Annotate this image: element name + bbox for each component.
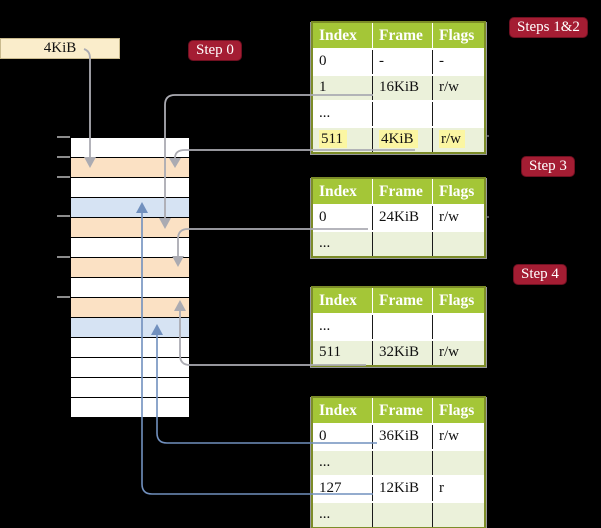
memory-row <box>71 138 189 158</box>
cell-flags: r/w <box>432 425 484 449</box>
highlighted-value: 4KiB <box>379 130 418 148</box>
memory-row <box>71 318 189 338</box>
cell-flags <box>432 232 484 256</box>
memory-row <box>71 158 189 178</box>
cell-flags: r/w <box>432 206 484 230</box>
cell-flags: - <box>432 50 484 74</box>
cell-flags <box>432 503 484 527</box>
header-index: Index <box>319 27 357 44</box>
cell-frame: 12KiB <box>372 477 432 501</box>
table-header-row: Index Frame Flags <box>313 288 484 313</box>
header-flags: Flags <box>432 179 484 204</box>
page-table-last-level: Index Frame Flags 0 36KiB r/w ... 127 12… <box>311 396 486 528</box>
cell-flags <box>432 315 484 339</box>
cell-frame <box>372 451 432 475</box>
cell-frame: 24KiB <box>372 206 432 230</box>
memory-row <box>71 398 189 417</box>
page-table-step3: Index Frame Flags 0 24KiB r/w ... <box>311 177 486 258</box>
steps12-badge: Steps 1&2 <box>509 17 588 38</box>
table-row: ... <box>313 230 484 256</box>
cell-index: ... <box>319 454 331 470</box>
cell-index: ... <box>319 235 331 251</box>
cell-index: 511 <box>313 128 372 152</box>
cell-index: ... <box>319 318 331 334</box>
cell-frame <box>372 315 432 339</box>
table-row: 1 16KiB r/w <box>313 74 484 100</box>
memory-row <box>71 218 189 238</box>
memory-tick <box>57 176 70 178</box>
cell-frame: 36KiB <box>372 425 432 449</box>
header-frame: Frame <box>372 288 432 313</box>
cell-index: ... <box>319 506 331 522</box>
header-frame: Frame <box>372 398 432 423</box>
header-flags: Flags <box>432 288 484 313</box>
page-table-step4: Index Frame Flags ... 511 32KiB r/w <box>311 286 486 367</box>
memory-row <box>71 278 189 298</box>
step4-badge: Step 4 <box>513 264 567 285</box>
memory-row <box>71 198 189 218</box>
cell-flags: r/w <box>432 128 484 152</box>
table-header-row: Index Frame Flags <box>313 179 484 204</box>
header-flags: Flags <box>432 398 484 423</box>
cell-frame: 16KiB <box>372 76 432 100</box>
table-row: 0 36KiB r/w <box>313 423 484 449</box>
cell-flags <box>432 451 484 475</box>
cell-index: ... <box>319 105 331 121</box>
table-row: ... <box>313 501 484 527</box>
memory-row <box>71 238 189 258</box>
page-table-steps12: Index Frame Flags 0 - - 1 16KiB r/w ... … <box>311 21 486 154</box>
cell-flags: r/w <box>432 76 484 100</box>
header-flags: Flags <box>432 23 484 48</box>
cell-frame <box>372 102 432 126</box>
memory-tick <box>57 136 70 138</box>
table-row: ... <box>313 100 484 126</box>
cell-frame: 4KiB <box>372 128 432 152</box>
cell-index: 511 <box>319 344 341 360</box>
highlighted-value: r/w <box>439 130 465 148</box>
memory-tick <box>57 156 70 158</box>
table-row-recursive-entry: 511 4KiB r/w <box>313 126 484 152</box>
step3-badge: Step 3 <box>521 156 575 177</box>
physical-address-box: 4KiB <box>0 38 120 59</box>
table-row: ... <box>313 313 484 339</box>
header-index: Index <box>319 292 357 309</box>
memory-row <box>71 178 189 198</box>
cell-index: 0 <box>319 53 327 69</box>
cell-frame: - <box>372 50 432 74</box>
table-row: ... <box>313 449 484 475</box>
step0-badge: Step 0 <box>188 40 242 61</box>
memory-row <box>71 358 189 378</box>
cell-frame <box>372 232 432 256</box>
cell-index: 0 <box>319 428 327 444</box>
cell-flags: r/w <box>432 341 484 365</box>
memory-row <box>71 338 189 358</box>
cell-index: 1 <box>319 79 327 95</box>
cell-index: 127 <box>319 480 342 496</box>
cell-flags <box>432 102 484 126</box>
header-index: Index <box>319 402 357 419</box>
cell-flags: r <box>432 477 484 501</box>
memory-tick <box>57 215 70 217</box>
table-row: 0 24KiB r/w <box>313 204 484 230</box>
cell-frame: 32KiB <box>372 341 432 365</box>
memory-row <box>71 298 189 318</box>
cell-frame <box>372 503 432 527</box>
header-frame: Frame <box>372 179 432 204</box>
header-index: Index <box>319 183 357 200</box>
memory-row <box>71 258 189 278</box>
table-header-row: Index Frame Flags <box>313 23 484 48</box>
table-row: 0 - - <box>313 48 484 74</box>
memory-tick <box>57 296 70 298</box>
highlighted-value: 511 <box>319 130 347 148</box>
cell-index: 0 <box>319 209 327 225</box>
header-frame: Frame <box>372 23 432 48</box>
memory-row <box>71 378 189 398</box>
memory-tick <box>57 256 70 258</box>
table-header-row: Index Frame Flags <box>313 398 484 423</box>
table-row: 511 32KiB r/w <box>313 339 484 365</box>
memory-column <box>70 137 190 418</box>
table-row: 127 12KiB r <box>313 475 484 501</box>
